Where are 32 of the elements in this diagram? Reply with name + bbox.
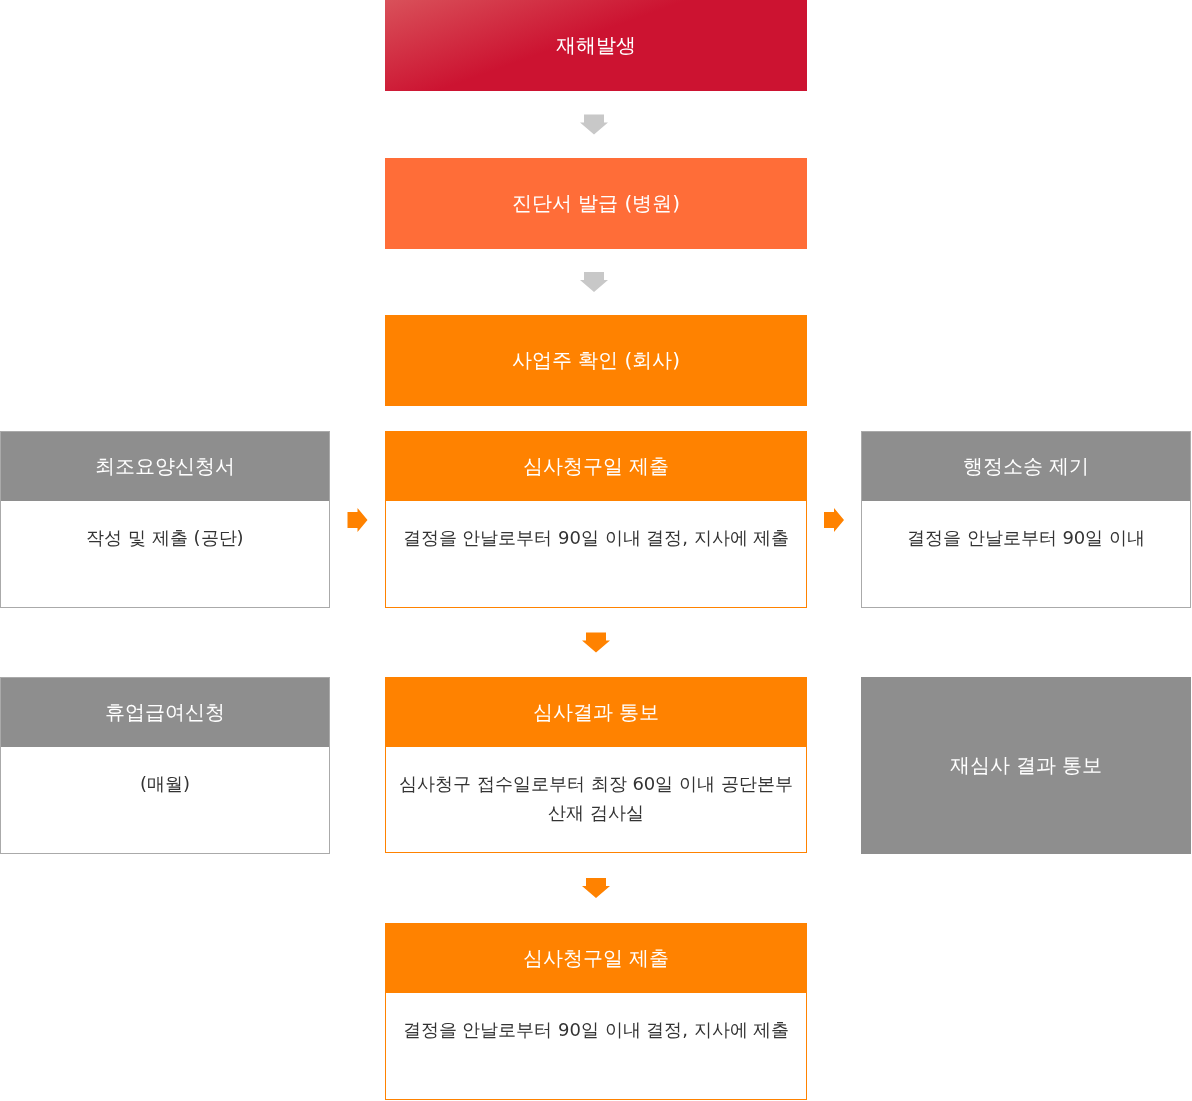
process-box [385, 158, 807, 249]
block-arrow [347, 508, 368, 532]
step-title: 휴업급여신청 [105, 699, 225, 726]
step-title: 심사청구일 제출 [522, 945, 670, 972]
block-arrow [580, 272, 608, 292]
step-description: 결정을 안날로부터 90일 이내 [906, 527, 1146, 548]
step-description: 결정을 안날로부터 90일 이내 결정, 지사에 제출 [402, 1019, 790, 1040]
step-card [0, 677, 330, 854]
step-card [0, 431, 330, 608]
step-card [861, 431, 1191, 608]
step-title: 재심사 결과 통보 [949, 752, 1103, 779]
step-description: 작성 및 제출 (공단) [86, 527, 244, 548]
block-arrow [582, 632, 610, 653]
step-card [385, 431, 807, 608]
block-arrow [824, 508, 844, 532]
step-card [385, 677, 807, 853]
step-title: 행정소송 제기 [962, 453, 1090, 480]
step-title: 심사결과 통보 [532, 699, 660, 726]
step-description: 결정을 안날로부터 90일 이내 결정, 지사에 제출 [402, 527, 790, 548]
step-description: (매월) [139, 773, 190, 794]
process-box [861, 677, 1191, 854]
step-title: 사업주 확인 (회사) [511, 347, 681, 374]
step-card [385, 923, 807, 1100]
block-arrow [580, 114, 608, 135]
block-arrow [582, 878, 610, 898]
step-title: 진단서 발급 (병원) [511, 190, 681, 217]
step-description: 심사청구 접수일로부터 최장 60일 이내 공단본부 산재 검사실 [399, 773, 793, 823]
process-box [385, 315, 807, 406]
step-title: 최조요양신청서 [95, 453, 235, 480]
start-box [385, 0, 807, 91]
step-title: 재해발생 [556, 32, 636, 59]
step-title: 심사청구일 제출 [522, 453, 670, 480]
